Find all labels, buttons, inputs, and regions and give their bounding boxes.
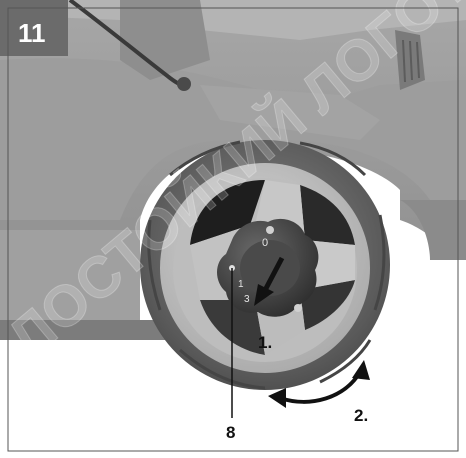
step-badge: 11 xyxy=(0,0,68,56)
height-adjust-knob: 0 1 3 xyxy=(217,218,319,317)
rotate-arrow xyxy=(268,360,370,408)
push-arrow xyxy=(254,256,285,306)
vent-slots xyxy=(402,39,420,83)
cable-plug xyxy=(177,77,191,91)
knob-screw-top xyxy=(266,226,274,234)
mower-body xyxy=(0,0,466,340)
knob-screw-right xyxy=(294,304,302,312)
action-label-2: 2. xyxy=(354,406,368,425)
figure-border xyxy=(7,7,459,452)
dial-mark-side: 1 xyxy=(238,279,244,290)
step-number: 11 xyxy=(18,18,46,48)
part-label-8: 8 xyxy=(226,423,235,442)
dial-mark-lower: 3 xyxy=(244,294,250,305)
dial-mark-top: 0 xyxy=(262,237,268,249)
action-label-1: 1. xyxy=(258,333,272,352)
